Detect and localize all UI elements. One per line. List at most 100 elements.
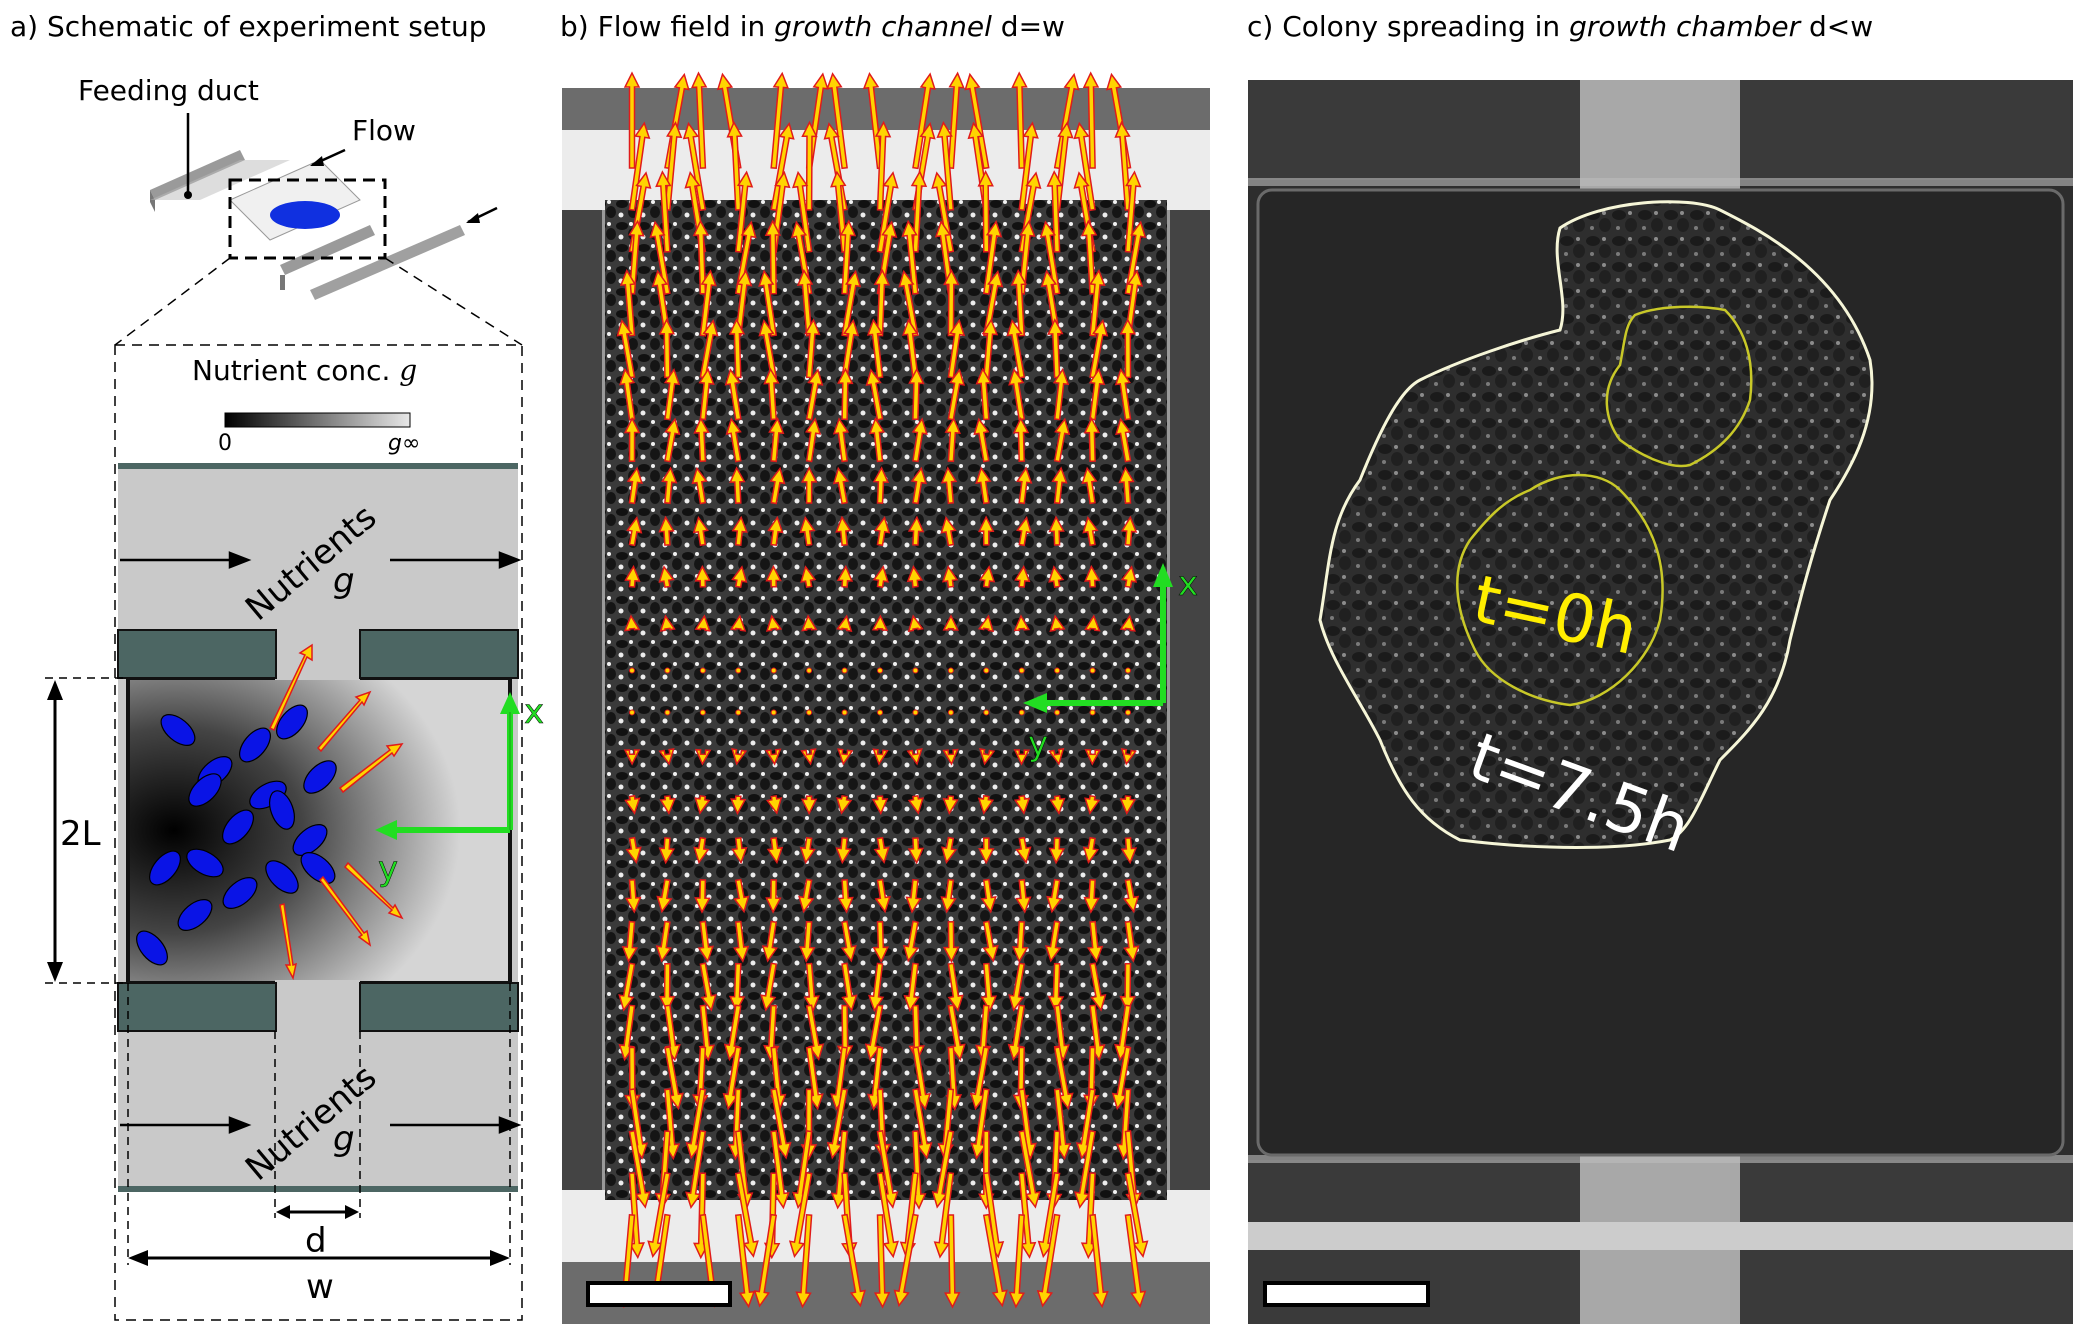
flow-arrow (1048, 747, 1065, 766)
panel-c-title: c) Colony spreading in growth chamber d<… (1247, 10, 1874, 43)
flow-arrow (873, 515, 891, 547)
flow-arrow (699, 667, 706, 674)
flow-arrow (1018, 121, 1039, 212)
flow-arrow (1082, 71, 1100, 169)
flow-arrow (788, 1171, 813, 1258)
flow-arrow (907, 515, 925, 546)
flow-arrow (658, 837, 675, 865)
flow-arrow (832, 466, 850, 505)
zoom-box (114, 344, 523, 1321)
flow-arrow (969, 1046, 990, 1111)
flow-arrow (805, 1004, 825, 1061)
flow-arrow (936, 121, 955, 211)
flow-arrow (931, 1129, 955, 1209)
flow-arrow (975, 367, 992, 421)
flow-arrow (1045, 920, 1062, 963)
flow-arrow (874, 120, 892, 211)
flow-arrow (800, 795, 818, 816)
flow-arrow (980, 878, 997, 914)
flow-arrow (654, 1130, 672, 1210)
flow-arrow (625, 836, 642, 865)
flow-arrow (770, 1088, 792, 1160)
flow-arrow (933, 1171, 955, 1259)
flow-arrow (1013, 614, 1031, 632)
flow-arrow (1008, 962, 1026, 1012)
flow-arrow (1010, 268, 1028, 337)
flow-arrow (865, 368, 884, 421)
flow-arrow (735, 667, 742, 674)
colony-outline-t0-bottom (1456, 473, 1664, 707)
flow-arrow (767, 515, 784, 547)
flow-arrow (625, 879, 642, 914)
wall-top-left (117, 629, 277, 679)
flow-arrow (877, 709, 883, 716)
flow-arrow (626, 515, 643, 547)
flow-arrow (973, 417, 990, 463)
flow-arrow (1080, 1172, 1098, 1260)
flow-arrow (943, 268, 960, 337)
flow-arrow (1018, 667, 1025, 674)
flow-arrow (893, 1213, 919, 1308)
flow-arrow (1037, 1171, 1061, 1259)
feeding-duct-label: Feeding duct (78, 74, 259, 107)
flow-arrow (682, 121, 707, 212)
flow-arrow (836, 614, 853, 633)
flow-arrow (1089, 709, 1096, 716)
flow-arrow (867, 962, 885, 1013)
flow-arrow (661, 466, 678, 505)
flow-arrow (944, 1214, 961, 1309)
flow-arrow (806, 667, 813, 674)
flow-arrow (1047, 318, 1064, 379)
flow-arrow (835, 837, 852, 865)
flow-arrow (805, 368, 824, 421)
flow-arrow (800, 748, 817, 766)
feeding-duct-illustration (150, 113, 498, 300)
flow-arrow (1089, 319, 1109, 379)
flow-arrow (1052, 367, 1070, 421)
flow-arrow (658, 318, 676, 379)
dimension-2L (45, 677, 128, 984)
flow-arrow (658, 565, 675, 589)
flow-arrow (1118, 466, 1135, 504)
flow-arrow (658, 962, 676, 1013)
flow-arrow (731, 565, 748, 589)
schematic-axis-y-label: y (378, 849, 398, 889)
flow-arrow (796, 268, 814, 337)
flow-arrow (866, 318, 884, 379)
flow-arrow (905, 878, 922, 914)
nutrients-symbol-top: g (333, 561, 355, 601)
flow-arrow (664, 1046, 684, 1111)
flow-arrow (1089, 1213, 1109, 1309)
flow-arrow (1053, 1004, 1070, 1062)
flow-arrow (1084, 564, 1101, 588)
flow-arrow (832, 417, 850, 463)
flow-arrow (1014, 565, 1031, 588)
flow-arrow (1089, 269, 1106, 337)
flow-arrow (1053, 1088, 1072, 1161)
flow-arrow (1012, 416, 1030, 462)
flow-arrow (908, 1004, 926, 1062)
flow-arrow (800, 565, 817, 589)
flow-arrow (940, 466, 958, 505)
wall-bottom-left (117, 982, 277, 1032)
flow-arrow (664, 417, 681, 463)
flow-arrow (729, 614, 747, 632)
flow-arrow (769, 466, 786, 505)
flow-arrow (658, 515, 675, 546)
flow-arrow (1049, 795, 1066, 815)
flow-arrow (1048, 565, 1065, 589)
flow-arrow (907, 614, 924, 633)
flow-arrow (903, 962, 920, 1013)
flow-arrow (656, 878, 673, 914)
flow-axis-y-label: y (1028, 724, 1048, 764)
flow-arrow (1089, 1004, 1106, 1062)
flow-arrow (770, 122, 795, 212)
flow-arrow (624, 794, 641, 815)
schematic-axes (375, 692, 520, 840)
flow-arrow (947, 318, 966, 379)
flow-arrow (873, 1214, 891, 1309)
flow-arrow (685, 1130, 707, 1209)
flow-arrow (685, 1088, 707, 1160)
flow-arrow (978, 837, 995, 865)
flow-arrow (1018, 709, 1025, 716)
